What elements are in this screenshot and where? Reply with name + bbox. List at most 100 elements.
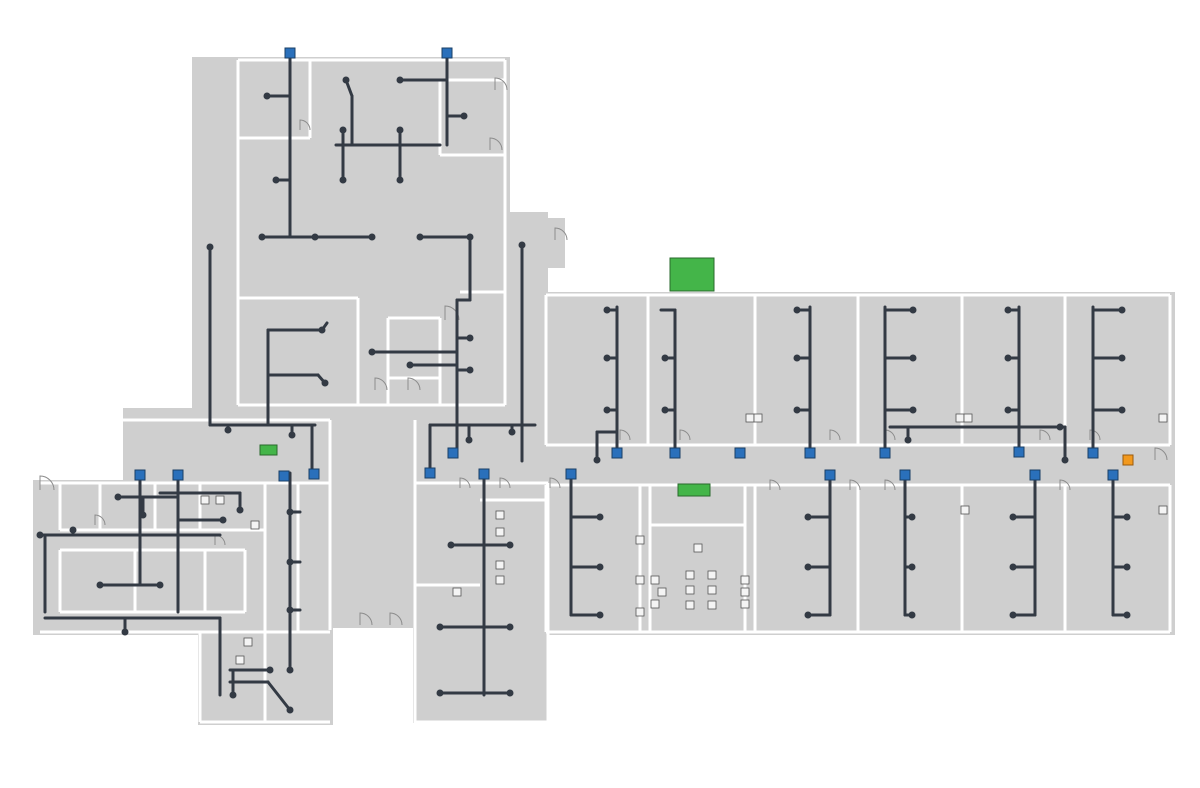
plumbing-fixture-6 [650,575,660,585]
diffuser-dot-76 [1004,354,1012,362]
plumbing-fixture-23 [250,520,260,530]
diffuser-dot-23 [508,428,516,436]
diffuser-dot-60 [1009,611,1017,619]
plumbing-fixture-30 [963,413,973,423]
door-swing-8 [94,514,106,526]
diffuser-dot-36 [229,691,237,699]
vav-box-icon-10 [447,447,459,459]
floor-area-7 [508,212,548,412]
diffuser-dot-40 [286,508,294,516]
diffuser-dot-83 [904,436,912,444]
plumbing-fixture-8 [650,599,660,609]
diffuser-dot-6 [339,176,347,184]
vav-box-icon-13 [734,447,746,459]
door-swing-13 [619,429,631,441]
air-handler-icon-2 [259,444,278,456]
air-handler-icon-3 [677,483,711,497]
diffuser-dot-82 [1061,456,1069,464]
plumbing-fixture-15 [740,575,750,585]
plumbing-fixture-28 [753,413,763,423]
diffuser-dot-35 [121,628,129,636]
diffuser-dot-3 [258,233,266,241]
diffuser-dot-37 [266,666,274,674]
vav-box-icon-5 [278,470,290,482]
floor-area-5 [330,408,415,628]
diffuser-dot-8 [339,126,347,134]
diffuser-dot-14 [466,233,474,241]
diffuser-dot-20 [518,241,526,249]
plumbing-fixture-11 [685,600,695,610]
plumbing-fixture-31 [1158,413,1168,423]
diffuser-dot-62 [1123,563,1131,571]
diffuser-dot-32 [36,531,44,539]
floor-area-6 [413,408,548,723]
diffuser-dot-47 [436,689,444,697]
plumbing-fixture-26 [635,607,645,617]
door-swing-22 [1059,479,1071,491]
plumbing-fixture-27 [745,413,755,423]
diffuser-dot-42 [286,606,294,614]
equipment-layer [134,47,1134,497]
diffuser-dot-25 [318,326,326,334]
vav-box-icon-12 [669,447,681,459]
plumbing-fixture-19 [243,637,253,647]
diffuser-dot-17 [466,366,474,374]
diffuser-dot-26 [321,379,329,387]
door-swing-24 [359,612,373,626]
diffuser-dot-56 [908,563,916,571]
door-swing-11 [499,477,511,489]
diffuser-dot-73 [909,354,917,362]
diffuser-dot-66 [603,406,611,414]
vav-box-icon-9 [565,468,577,480]
diffuser-dot-28 [139,511,147,519]
door-swing-17 [1039,429,1051,441]
plumbing-fixture-3 [495,560,505,570]
plumbing-fixture-14 [707,600,717,610]
diffuser-dot-75 [1004,306,1012,314]
vav-box-icon-15 [879,447,891,459]
duct-run-53 [266,680,292,712]
door-swing-7 [39,475,55,491]
plumbing-fixture-32 [960,505,970,515]
diffuser-layer [36,76,1131,714]
plumbing-fixture-2 [495,527,505,537]
floor-area-11 [543,218,565,268]
diffuser-dot-65 [603,354,611,362]
diffuser-dot-52 [804,513,812,521]
diffuser-dot-10 [396,126,404,134]
plumbing-fixture-13 [707,585,717,595]
diffuser-dot-11 [396,176,404,184]
door-swing-26 [554,227,568,241]
vav-box-icon-19 [899,469,911,481]
diffuser-dot-38 [286,706,294,714]
diffuser-dot-79 [1118,354,1126,362]
diffuser-dot-51 [596,611,604,619]
diffuser-dot-2 [272,176,280,184]
plumbing-fixture-21 [200,495,210,505]
diffuser-dot-22 [288,431,296,439]
vav-box-icon-8 [478,468,490,480]
diffuser-dot-49 [596,513,604,521]
diffuser-dot-53 [804,563,812,571]
plumbing-fixture-10 [685,585,695,595]
door-swing-2 [489,137,503,151]
door-swing-10 [459,477,471,489]
plumbing-fixture-5 [452,587,462,597]
diffuser-dot-9 [396,76,404,84]
diffuser-dot-81 [593,456,601,464]
wall-layer [40,58,1172,725]
plumbing-fixture-7 [657,587,667,597]
diffuser-dot-63 [1123,611,1131,619]
vav-box-icon-2 [441,47,453,59]
diffuser-dot-70 [793,354,801,362]
plumbing-fixture-33 [1158,505,1168,515]
diffuser-dot-13 [416,233,424,241]
diffuser-dot-21 [224,426,232,434]
diffuser-dot-33 [96,581,104,589]
door-swing-12 [549,477,561,489]
diffuser-dot-15 [368,348,376,356]
vav-box-icon-3 [134,469,146,481]
door-swing-14 [679,429,691,441]
air-handler-icon-1 [669,257,715,292]
